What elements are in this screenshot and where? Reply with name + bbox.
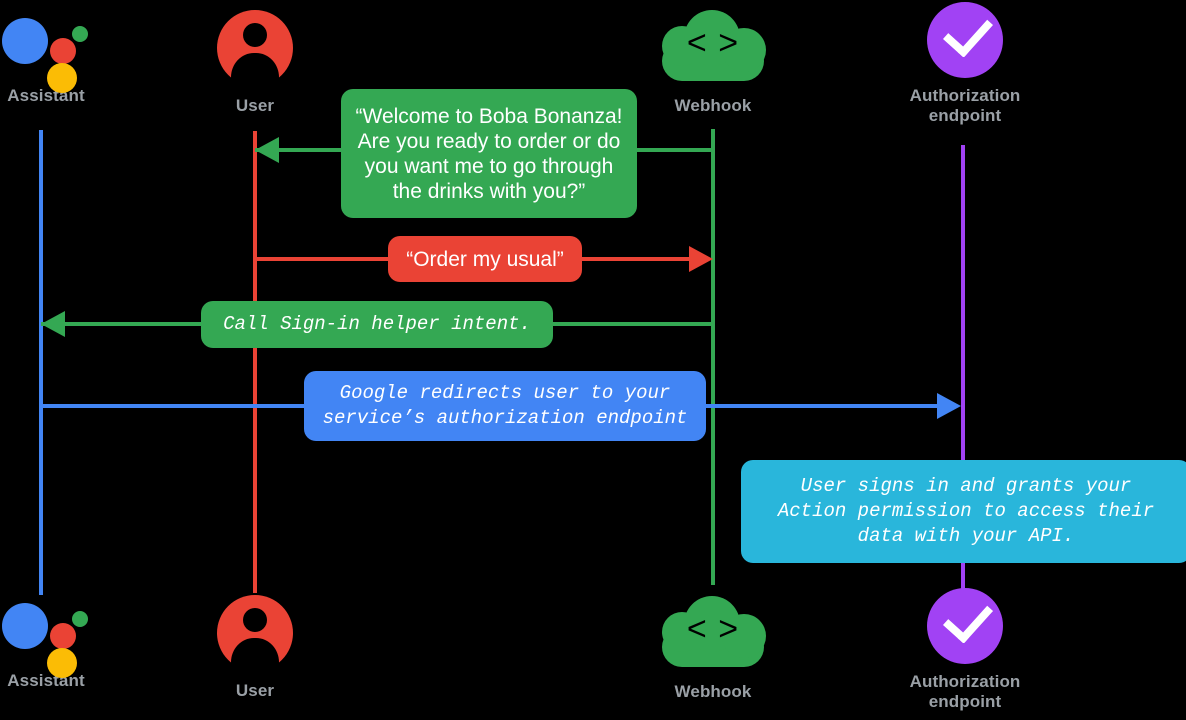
actor-webhook-top: < > Webhook [658, 10, 768, 116]
actor-label-assistant-bottom: Assistant [7, 671, 85, 690]
cloud-puff-right-bottom [722, 614, 766, 658]
message-bubble-welcome: “Welcome to Boba Bonanza! Are you ready … [341, 89, 637, 218]
user-body-shape [231, 53, 279, 87]
actor-webhook-bottom: < > Webhook [658, 596, 768, 702]
user-avatar-icon [217, 10, 293, 87]
google-assistant-icon [0, 10, 92, 93]
actor-label-user-top: User [235, 96, 275, 115]
actor-user-bottom: User [217, 595, 293, 701]
assistant-dot-red [50, 38, 76, 64]
user-head-shape-bottom [243, 608, 267, 632]
assistant-dot-yellow [47, 63, 77, 93]
message-arrow-signin-helper [41, 311, 65, 337]
message-bubble-google-redirect: Google redirects user to your service’s … [304, 371, 706, 441]
actor-label-user-bottom: User [235, 681, 275, 700]
cloud-code-icon-bottom: < > [658, 596, 768, 674]
assistant-dot-red-bottom [50, 623, 76, 649]
code-brackets-glyph: < > [686, 24, 740, 62]
user-avatar-icon-bottom [217, 595, 293, 672]
actor-label-webhook-bottom: Webhook [674, 682, 752, 701]
check-circle-icon [927, 2, 1003, 78]
lifeline-user [253, 131, 257, 593]
message-arrow-welcome [255, 137, 279, 163]
google-assistant-icon-bottom [0, 595, 92, 678]
actor-label-authorization-top: Authorization endpoint [909, 86, 1021, 125]
lifeline-authorization [961, 145, 965, 593]
actor-label-authorization-bottom: Authorization endpoint [909, 672, 1021, 711]
message-arrow-order [689, 246, 713, 272]
message-text-user-grants-permission: User signs in and grants your Action per… [777, 475, 1155, 547]
lifeline-assistant [39, 130, 43, 595]
user-head-shape [243, 23, 267, 47]
actor-authorization-top: Authorization endpoint [865, 2, 1065, 126]
assistant-dot-green-bottom [72, 611, 88, 627]
check-circle-icon-bottom [927, 588, 1003, 664]
assistant-dot-blue [2, 18, 48, 64]
message-bubble-order: “Order my usual” [388, 236, 582, 282]
message-text-welcome: “Welcome to Boba Bonanza! Are you ready … [355, 104, 623, 203]
message-bubble-signin-helper: Call Sign-in helper intent. [201, 301, 553, 348]
assistant-dot-blue-bottom [2, 603, 48, 649]
checkmark-glyph-bottom [942, 592, 994, 644]
message-arrow-google-redirect [937, 393, 961, 419]
lifeline-webhook [711, 129, 715, 585]
cloud-puff-right [722, 28, 766, 72]
assistant-dot-yellow-bottom [47, 648, 77, 678]
checkmark-glyph [942, 6, 994, 58]
actor-label-assistant-top: Assistant [7, 86, 85, 105]
actor-label-webhook-top: Webhook [674, 96, 752, 115]
message-text-order: “Order my usual” [406, 247, 564, 271]
assistant-dot-green [72, 26, 88, 42]
message-text-google-redirect: Google redirects user to your service’s … [322, 382, 688, 429]
message-text-signin-helper: Call Sign-in helper intent. [223, 313, 531, 335]
actor-assistant-top: Assistant [0, 10, 92, 106]
cloud-code-icon: < > [658, 10, 768, 88]
actor-authorization-bottom: Authorization endpoint [865, 588, 1065, 712]
code-brackets-glyph-bottom: < > [686, 610, 740, 648]
user-body-shape-bottom [231, 638, 279, 672]
actor-user-top: User [217, 10, 293, 116]
message-bubble-user-grants-permission: User signs in and grants your Action per… [741, 460, 1186, 563]
actor-assistant-bottom: Assistant [0, 595, 92, 691]
